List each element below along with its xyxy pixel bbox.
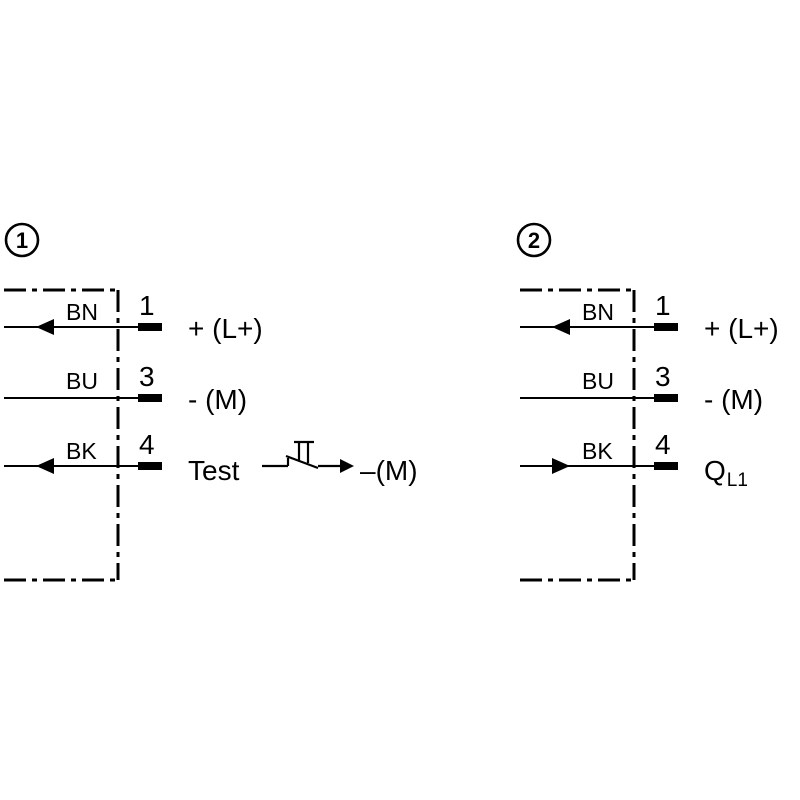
diagram-2-housing (520, 288, 636, 582)
diagram-1-switch-target-label: –(M) (360, 455, 418, 486)
diagram-2-wire-bn-arrow-icon (552, 319, 570, 335)
diagram-2-pin-4-number: 4 (655, 429, 671, 460)
diagram-1-badge-circle (4, 222, 40, 258)
diagram-1-badge-number: 1 (16, 228, 28, 253)
diagram-2-wire-bk-label: BK (582, 438, 613, 464)
diagram-1-pin-1-terminal (138, 323, 162, 331)
diagram-1-push-switch-icon (262, 440, 342, 470)
diagram-1-supply-label: + (L+) (188, 313, 263, 344)
diagram-2-wire-bu: BU 3 - (M) (520, 361, 763, 415)
diagram-1-pin-3-terminal (138, 394, 162, 402)
diagram-2-pin-1-terminal (654, 323, 678, 331)
diagram-1: 1 BN 1 + (L+) BU 3 - (M) (4, 222, 418, 582)
diagram-1-wire-bn: BN 1 + (L+) (4, 290, 263, 344)
diagram-2-wire-bn-label: BN (582, 299, 614, 325)
diagram-2-pin-4-terminal (654, 462, 678, 470)
diagram-2-pin-3-terminal (654, 394, 678, 402)
diagram-2-badge: 2 (516, 222, 552, 258)
diagram-2-wire-bk: BK 4 QL1 (520, 429, 748, 491)
diagram-1-ground-label: - (M) (188, 384, 247, 415)
diagram-1-wire-bu: BU 3 - (M) (4, 361, 247, 415)
diagram-1-housing (4, 288, 120, 582)
diagram-1-test-label: Test (188, 455, 240, 486)
diagram-2: 2 BN 1 + (L+) BU 3 - (M) (516, 222, 779, 582)
diagram-1-pin-4-terminal (138, 462, 162, 470)
diagram-2-wire-bk-arrow-icon (552, 458, 570, 474)
diagram-2-wire-bu-label: BU (582, 368, 614, 394)
diagram-1-pin-4-number: 4 (139, 429, 155, 460)
diagram-1-pin-1-number: 1 (139, 290, 155, 321)
diagram-2-badge-number: 2 (528, 228, 540, 253)
diagram-1-wire-bn-arrow-icon (36, 319, 54, 335)
diagram-2-output-label: QL1 (704, 455, 748, 491)
diagram-1-pin-3-number: 3 (139, 361, 155, 392)
diagram-1-wire-bk-arrow-icon (36, 458, 54, 474)
diagram-2-wire-bn: BN 1 + (L+) (520, 290, 779, 344)
diagram-1-wire-bk: BK 4 Test (4, 429, 240, 486)
diagram-2-output-main: Q (704, 455, 726, 486)
diagram-2-pin-1-number: 1 (655, 290, 671, 321)
diagram-2-badge-circle (516, 222, 552, 258)
diagram-1-switch-arrow-icon (340, 459, 354, 473)
diagram-1-wire-bk-label: BK (66, 438, 97, 464)
diagram-2-pin-3-number: 3 (655, 361, 671, 392)
diagram-2-supply-label: + (L+) (704, 313, 779, 344)
diagram-1-wire-bn-label: BN (66, 299, 98, 325)
diagram-2-ground-label: - (M) (704, 384, 763, 415)
diagram-2-output-subscript: L1 (727, 470, 748, 491)
diagram-1-wire-bu-label: BU (66, 368, 98, 394)
diagram-1-badge: 1 (4, 222, 40, 258)
